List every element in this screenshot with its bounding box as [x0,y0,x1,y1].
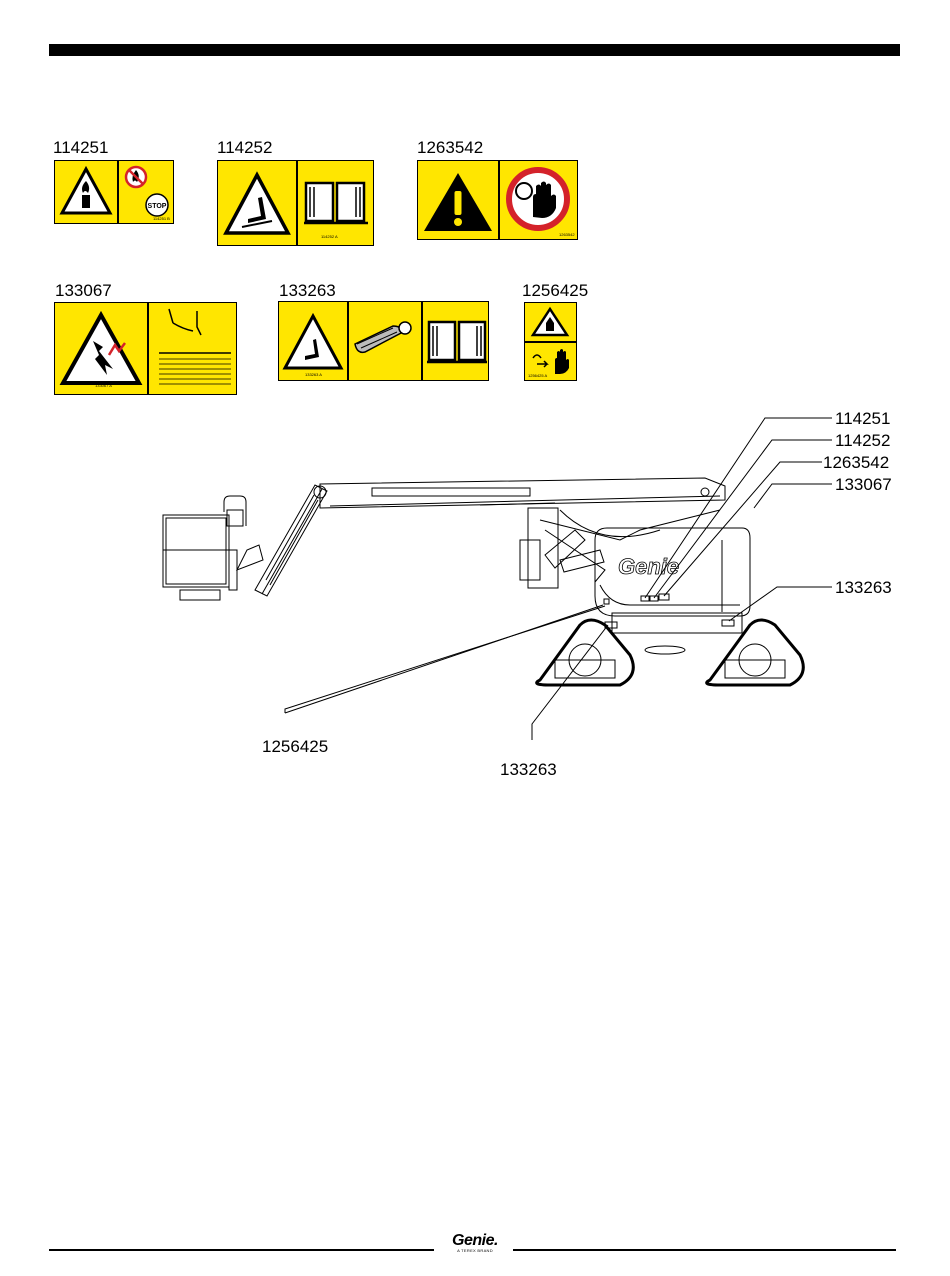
tip-over-slope-warning-icon [279,302,347,380]
callout-114251: 114251 [835,409,890,428]
callout-133263-bottom: 133263 [500,760,557,779]
electrocution-warning-icon [55,303,147,394]
decal-114251: STOP 114251 B [54,160,174,224]
stay-clear-hand-icon [500,161,578,239]
decal-133263: 133263 A [278,301,489,381]
decal-code-133263: 133263 [279,282,336,300]
jib-arm [237,485,327,596]
read-manual-icon [298,161,374,245]
read-manual-icon [423,302,489,380]
decal-small-text: 133067 A [95,383,112,388]
tip-over-warning-icon [218,161,296,245]
footer-rule-left [49,1249,434,1251]
decal-1263542: 1263542 [417,160,578,240]
track-undercarriage [612,613,742,654]
right-track [707,620,804,685]
decal-114252: 114252 A [217,160,374,246]
callout-114252: 114252 [835,431,890,450]
decal-code-1256425: 1256425 [522,282,588,300]
platform [163,496,246,600]
callout-1256425: 1256425 [262,737,328,756]
left-track [537,620,634,685]
general-warning-icon [418,161,498,239]
callout-133067: 133067 [835,475,892,494]
callout-1263542: 1263542 [823,453,889,472]
decal-small-text: 114251 B [153,216,170,221]
decal-small-text: 133263 A [305,372,322,377]
footer-rule-right [513,1249,896,1251]
fuel-fire-warning-icon [55,161,117,222]
decal-small-text: 1256425 A [528,373,547,378]
decal-code-114252: 114252 [217,139,272,157]
machine-brand-label: Genie [618,554,679,579]
decal-133067: 133067 A [54,302,237,395]
decal-1256425: 1256425 A [524,302,577,381]
no-flame-stop-engine-icon: STOP [119,161,174,222]
stop-label: STOP [148,203,167,210]
callout-133263-right: 133263 [835,578,892,597]
machine-decal-locations-diagram: Genie [0,400,950,800]
crush-hand-warning-icon [525,303,576,341]
decal-small-text: 114252 A [321,234,338,239]
decal-code-133067: 133067 [55,282,112,300]
header-bar [49,44,900,56]
decal-code-1263542: 1263542 [417,139,483,157]
powerline-clearance-table [149,303,237,394]
track-crush-hazard-icon [349,302,421,380]
main-boom [320,478,725,508]
decal-small-text: 1263542 [559,232,575,237]
decal-code-114251: 114251 [53,139,108,157]
footer-logo: Genie. A TEREX BRAND [441,1232,509,1253]
